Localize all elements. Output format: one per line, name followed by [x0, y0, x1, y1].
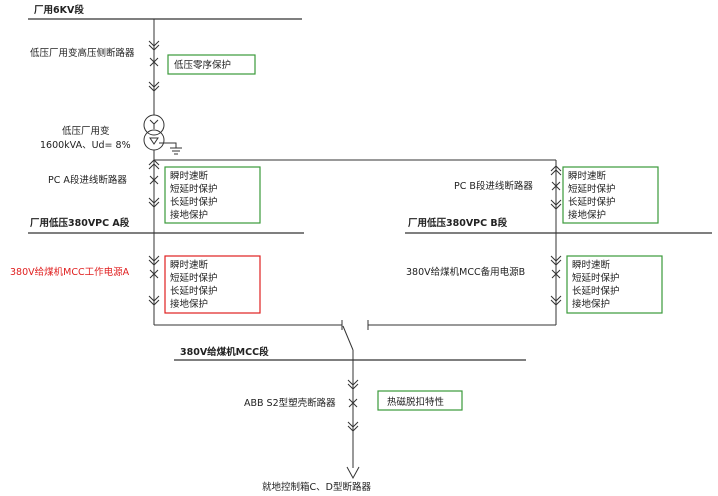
mcc-b-prot-2: 短延时保护 — [572, 272, 620, 284]
pc-b-prot-3: 长延时保护 — [568, 196, 616, 208]
mcc-a-protection-box — [164, 255, 261, 314]
pc-b-breaker-label: PC B段进线断路器 — [454, 180, 533, 192]
mcc-a-prot-2: 短延时保护 — [170, 272, 218, 284]
mcc-a-prot-1: 瞬时速断 — [170, 259, 209, 271]
bus-mcc-label: 380V给煤机MCC段 — [180, 346, 269, 358]
pc-a-prot-4: 接地保护 — [170, 209, 208, 221]
transfer-switch-blade — [342, 325, 354, 351]
mcc-b-breaker-symbol — [550, 255, 562, 306]
mcc-a-source-label: 380V给煤机MCC工作电源A — [10, 266, 130, 278]
pc-b-protection-box — [562, 166, 659, 224]
bus-pc-a-label: 厂用低压380VPC A段 — [30, 217, 130, 229]
mcc-b-source-label: 380V给煤机MCC备用电源B — [406, 266, 525, 278]
mcc-a-breaker-symbol — [148, 255, 160, 306]
mcc-b-prot-3: 长延时保护 — [572, 285, 620, 297]
mcc-b-prot-1: 瞬时速断 — [572, 259, 611, 271]
pc-a-prot-2: 短延时保护 — [170, 183, 218, 195]
pc-b-prot-2: 短延时保护 — [568, 183, 616, 195]
hv-protection-label: 低压零序保护 — [174, 59, 231, 71]
local-breaker-label: 就地控制箱C、D型断路器 — [262, 481, 371, 493]
mcc-b-prot-4: 接地保护 — [572, 298, 610, 310]
abb-breaker-symbol — [347, 379, 359, 432]
mcc-b-protection-box — [566, 255, 663, 314]
hv-breaker-label: 低压厂用变高压侧断路器 — [30, 47, 135, 59]
load-arrow — [346, 466, 360, 480]
pc-a-breaker-label: PC A段进线断路器 — [48, 174, 127, 186]
pc-a-protection-box — [164, 166, 261, 224]
bus-6kv-label: 厂用6KV段 — [34, 4, 84, 16]
abb-breaker-label: ABB S2型塑壳断路器 — [244, 397, 336, 409]
bus-pc-b-label: 厂用低压380VPC B段 — [408, 217, 508, 229]
transformer-spec: 1600kVA、Ud= 8% — [40, 140, 131, 151]
pc-b-prot-1: 瞬时速断 — [568, 170, 607, 182]
transformer-name: 低压厂用变 — [62, 125, 110, 137]
abb-protection-box — [377, 390, 463, 411]
hv-protection-box — [167, 54, 256, 75]
mcc-a-prot-4: 接地保护 — [170, 298, 208, 310]
mcc-a-prot-3: 长延时保护 — [170, 285, 218, 297]
pc-b-breaker-symbol — [550, 165, 562, 210]
pc-a-prot-3: 长延时保护 — [170, 196, 218, 208]
transformer-symbol — [143, 114, 182, 155]
abb-protection-label: 热磁脱扣特性 — [387, 396, 445, 408]
pc-b-prot-4: 接地保护 — [568, 209, 606, 221]
hv-breaker-symbol — [148, 40, 160, 92]
pc-a-breaker-symbol — [148, 159, 160, 208]
pc-a-prot-1: 瞬时速断 — [170, 170, 209, 182]
